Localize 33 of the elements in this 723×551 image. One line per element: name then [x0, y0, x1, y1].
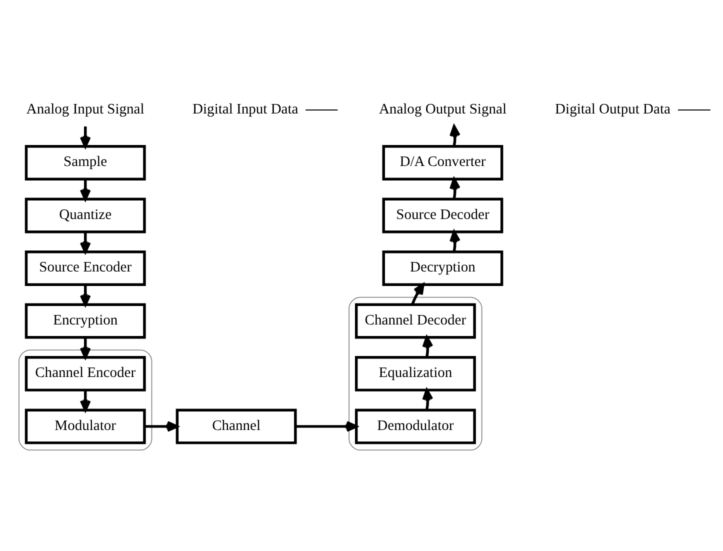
node-box: Decryption — [382, 250, 504, 286]
node-text: Digital Input Data — [192, 101, 298, 118]
node-box: Quantize — [24, 198, 146, 234]
arrow — [80, 232, 91, 254]
node-text: Digital Output Data — [555, 101, 670, 118]
arrow — [295, 421, 358, 432]
arrow — [422, 388, 434, 410]
arrow — [80, 126, 91, 148]
arrow — [80, 284, 91, 306]
arrow — [422, 336, 434, 358]
node-box: Source Encoder — [24, 250, 146, 286]
node-box: Source Decoder — [382, 198, 504, 234]
node-box: Sample — [24, 145, 146, 180]
cluster — [18, 350, 152, 451]
arrow — [450, 125, 460, 147]
node-box: Encryption — [24, 303, 146, 339]
node-box: Channel Decoder — [354, 303, 476, 339]
arrow — [144, 421, 178, 432]
node-box: Equalization — [354, 356, 476, 392]
cluster — [348, 296, 482, 451]
node-box: D/A Converter — [382, 145, 504, 180]
node-box: Channel Encoder — [24, 356, 146, 392]
node-box: Channel — [176, 408, 297, 444]
node-text: Analog Input Signal — [26, 101, 144, 118]
arrow — [80, 179, 91, 200]
node-text: Analog Output Signal — [378, 101, 506, 118]
arrow — [450, 178, 460, 200]
node-box: Modulator — [24, 408, 146, 444]
node-box: Demodulator — [354, 408, 476, 444]
arrow — [80, 390, 91, 412]
arrow — [411, 283, 424, 306]
arrow — [450, 230, 460, 252]
arrow — [80, 337, 91, 359]
